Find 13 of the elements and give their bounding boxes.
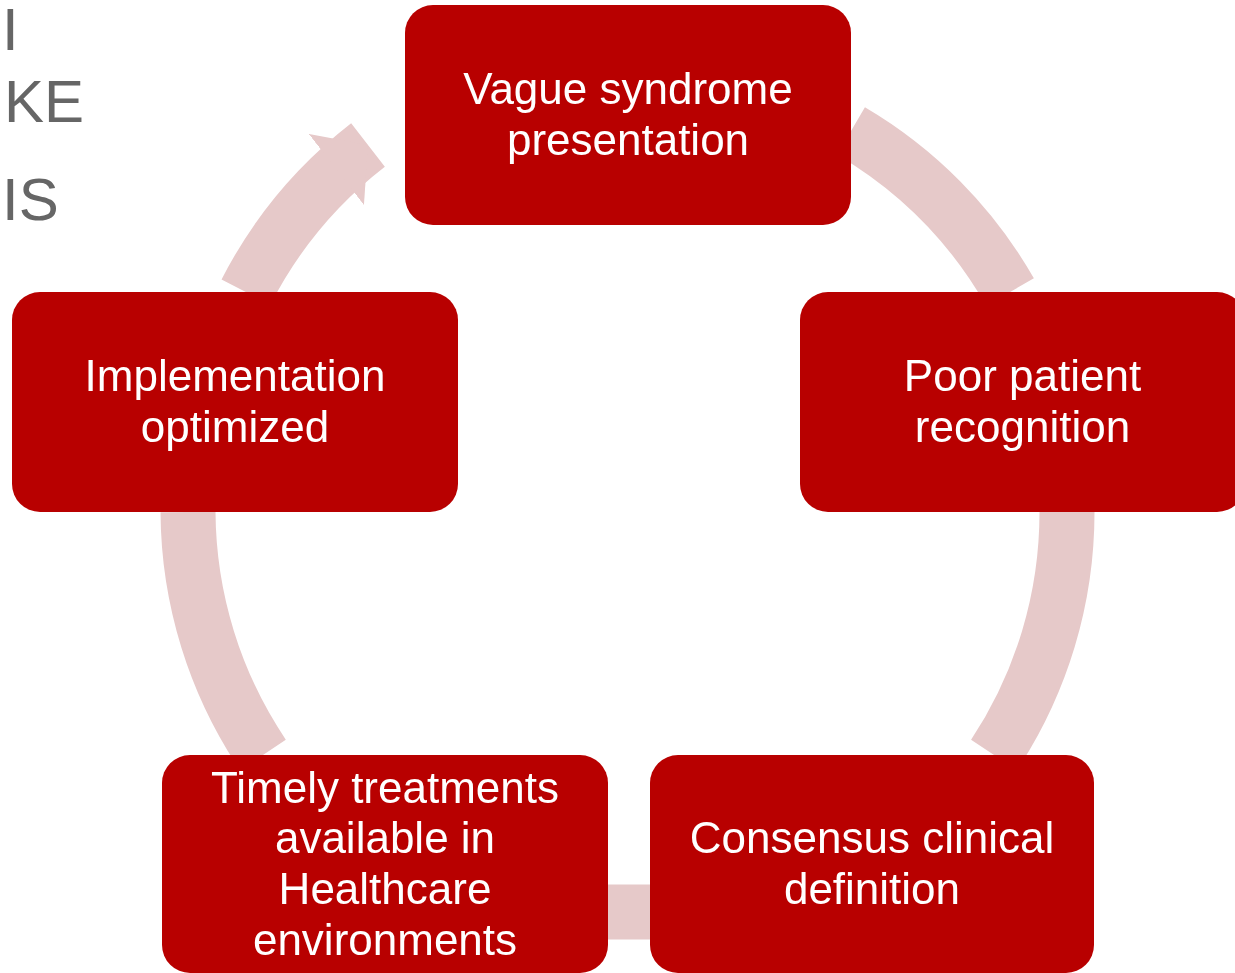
step-text: Implementation optimized bbox=[83, 351, 387, 453]
process-box bbox=[405, 5, 851, 225]
process-box bbox=[162, 755, 608, 973]
process-box bbox=[800, 292, 1235, 512]
process-box bbox=[650, 755, 1094, 973]
step-text: Consensus clinical definition bbox=[688, 813, 1056, 915]
step-text: Timely treatments available in Healthcare environments bbox=[210, 762, 560, 966]
slide-text-fragment: IS bbox=[2, 170, 59, 230]
slide-text-fragment: I bbox=[2, 0, 19, 60]
process-box bbox=[12, 292, 458, 512]
step-text: Vague syndrome presentation bbox=[462, 64, 794, 166]
slide-text-fragment: KE bbox=[4, 72, 85, 132]
step-text: Poor patient recognition bbox=[902, 351, 1143, 453]
